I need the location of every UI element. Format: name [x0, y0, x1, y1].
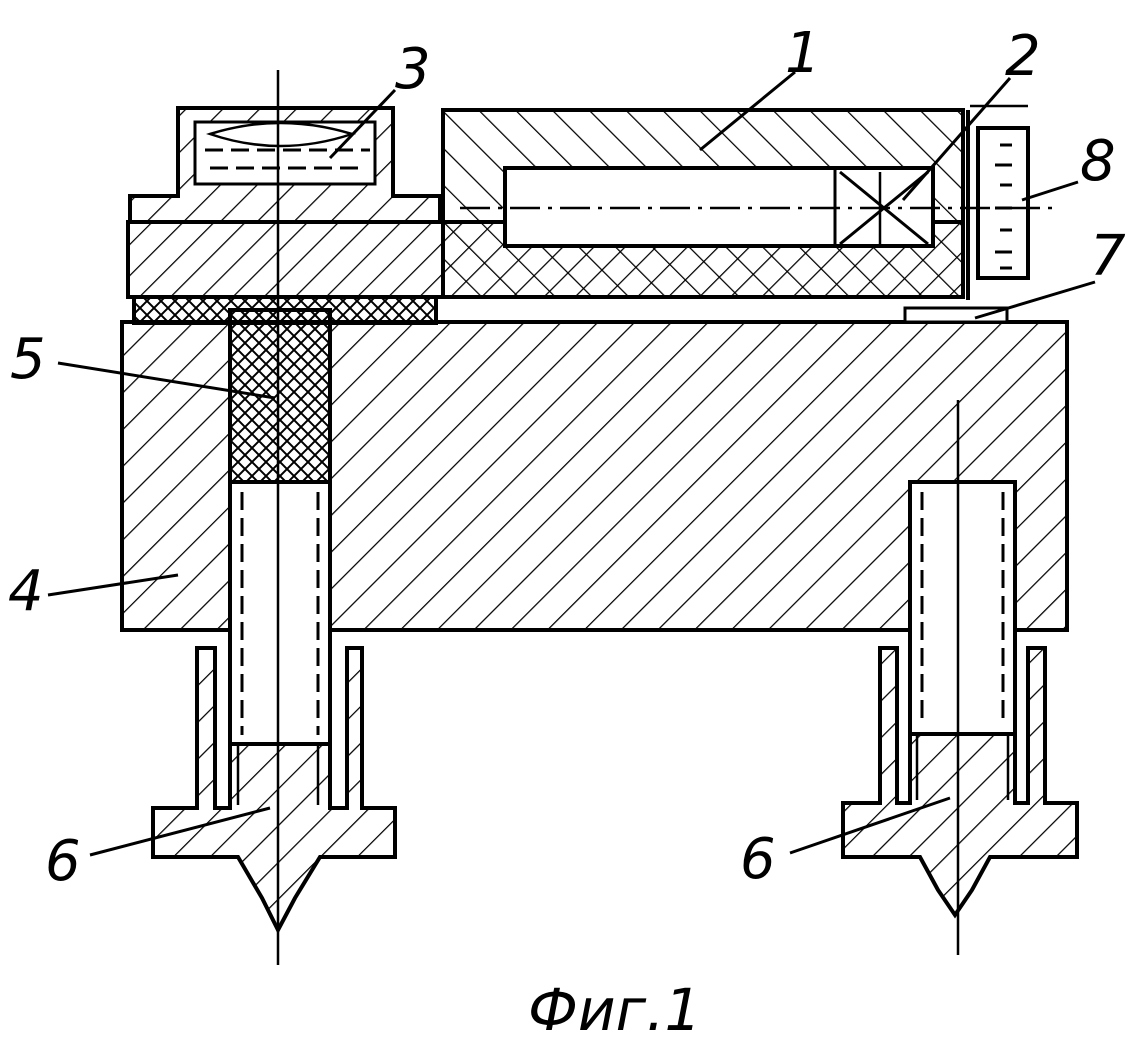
label-8: 8: [1080, 129, 1116, 194]
plate-7: [905, 308, 1007, 322]
scale-8: [968, 110, 1028, 300]
label-6-left: 6: [45, 829, 81, 894]
label-4: 4: [8, 559, 44, 624]
figure-caption: Фиг.1: [528, 976, 701, 1044]
label-6-right: 6: [740, 827, 776, 892]
housing-1: [443, 110, 963, 297]
label-5: 5: [10, 327, 46, 392]
right-pin: [910, 482, 1015, 734]
label-2: 2: [1005, 24, 1041, 89]
top-left-bracket: [130, 108, 440, 222]
left-pin: [230, 482, 330, 744]
label-3: 3: [395, 37, 431, 102]
label-1: 1: [785, 21, 821, 86]
label-7: 7: [1090, 224, 1126, 289]
